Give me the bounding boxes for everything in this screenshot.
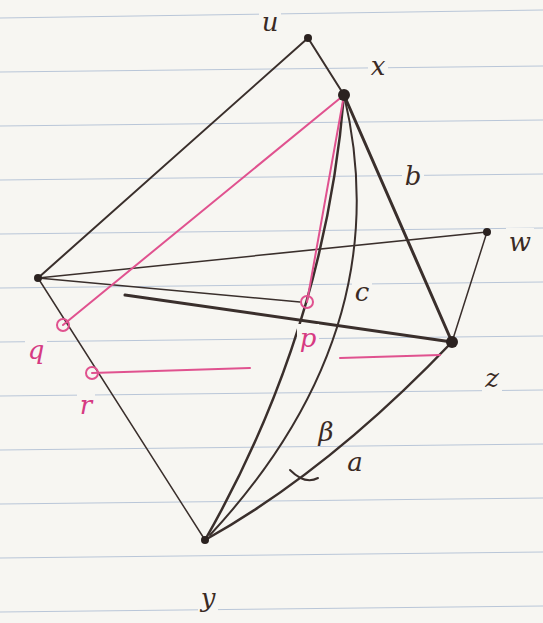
point-label: a bbox=[344, 448, 366, 476]
point-label: x bbox=[368, 52, 389, 80]
point-label: z bbox=[482, 364, 502, 392]
point-label: r bbox=[77, 391, 95, 419]
point-label: b bbox=[402, 162, 425, 190]
point-label: β bbox=[315, 418, 336, 446]
point-label: c bbox=[352, 278, 373, 306]
point-label: w bbox=[506, 228, 534, 256]
point-label: u bbox=[259, 8, 282, 36]
point-label: y bbox=[198, 584, 219, 612]
point-label: p bbox=[297, 324, 320, 352]
point-label: q bbox=[25, 336, 48, 364]
